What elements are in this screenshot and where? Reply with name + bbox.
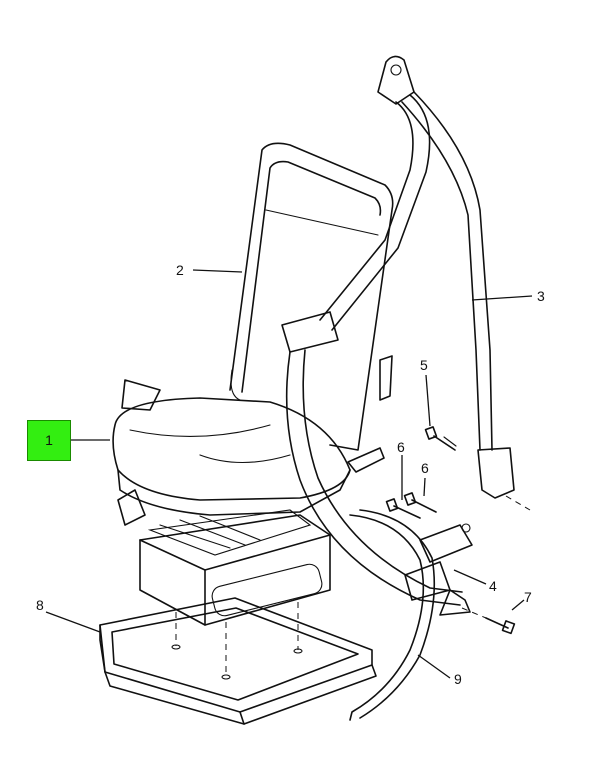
callout-4: 4 — [489, 578, 497, 594]
bolt-7 — [485, 617, 516, 635]
callout-5: 5 — [420, 357, 428, 373]
callout-6b: 6 — [421, 460, 429, 476]
cable — [349, 514, 425, 721]
base-frame — [99, 597, 377, 725]
bolt-6a — [385, 498, 421, 519]
callout-3: 3 — [537, 288, 545, 304]
callout-8: 8 — [36, 597, 44, 613]
highlight-callout-1[interactable] — [27, 420, 71, 461]
bolt-6b — [403, 492, 437, 513]
bolt-5 — [424, 426, 457, 451]
callout-1: 1 — [45, 432, 53, 448]
seat-belt — [281, 55, 531, 606]
suspension-box — [139, 509, 331, 626]
callout-9: 9 — [454, 671, 462, 687]
buckle-bracket — [404, 523, 473, 616]
callout-2: 2 — [176, 262, 184, 278]
seat-cushion — [112, 379, 351, 526]
callout-7: 7 — [524, 589, 532, 605]
callout-6a: 6 — [397, 439, 405, 455]
seat-back — [229, 142, 394, 451]
